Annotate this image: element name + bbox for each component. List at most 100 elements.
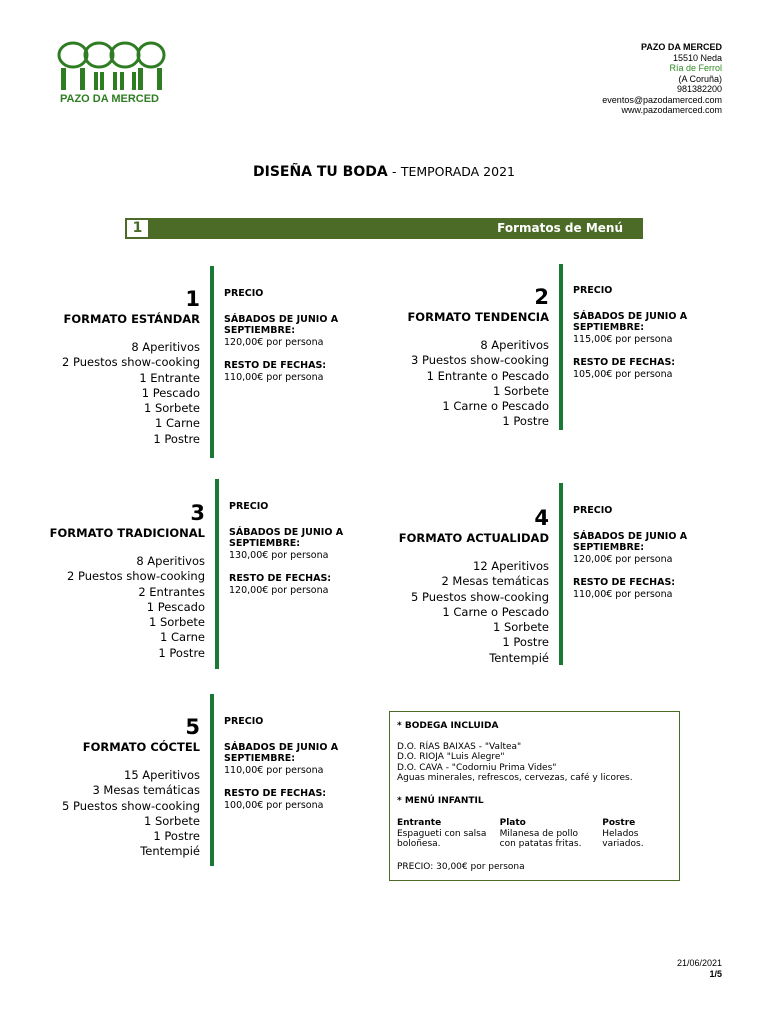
column-line: con patatas fritas. bbox=[499, 839, 582, 849]
price-label: PRECIO bbox=[224, 288, 264, 299]
format-name: FORMATO CÓCTEL bbox=[82, 740, 200, 754]
price-label: PRECIO bbox=[573, 505, 613, 516]
rest-price: 120,00€ por persona bbox=[229, 584, 329, 596]
format-divider bbox=[559, 483, 563, 665]
format-items: 8 Aperitivos 3 Puestos show-cooking 1 En… bbox=[407, 338, 549, 430]
list-item: 1 Pescado bbox=[141, 385, 200, 400]
rest-price: 100,00€ por persona bbox=[224, 799, 324, 811]
season-price: 110,00€ por persona bbox=[224, 764, 324, 776]
format-prices: PRECIO SÁBADOS DE JUNIO A SEPTIEMBRE: 12… bbox=[573, 505, 703, 600]
format-items: 15 Aperitivos 3 Mesas temáticas 5 Puesto… bbox=[62, 768, 200, 860]
logo-text: PAZO DA MERCED bbox=[60, 93, 159, 105]
region: Ría de Ferrol bbox=[669, 63, 722, 73]
bodega-list: D.O. RÍAS BAIXAS - "Valtea" D.O. RIOJA "… bbox=[397, 742, 672, 784]
list-item: 8 Aperitivos bbox=[480, 338, 549, 352]
address: 15510 Neda bbox=[672, 52, 722, 63]
season-label: SÁBADOS DE JUNIO A SEPTIEMBRE: bbox=[573, 310, 688, 334]
format-number: 3 bbox=[190, 501, 205, 525]
season-price: 120,00€ por persona bbox=[224, 336, 324, 348]
format-divider bbox=[210, 266, 214, 458]
phone: 981382200 bbox=[676, 84, 722, 94]
rest-price: 105,00€ por persona bbox=[573, 368, 673, 380]
season-price: 115,00€ por persona bbox=[573, 333, 673, 345]
format-number: 4 bbox=[534, 506, 549, 530]
page-title: DISEÑA TU BODA - TEMPORADA 2021 bbox=[0, 164, 768, 180]
format-items: 12 Aperitivos 2 Mesas temáticas 5 Puesto… bbox=[399, 559, 549, 666]
menu-column-entrante: Entrante Espagueti con salsa boloñesa. bbox=[397, 818, 500, 850]
format-prices: PRECIO SÁBADOS DE JUNIO A SEPTIEMBRE: 13… bbox=[229, 501, 359, 596]
menu-column-plato: Plato Milanesa de pollo con patatas frit… bbox=[500, 818, 603, 850]
list-item: 1 Postre bbox=[153, 431, 200, 446]
column-line: variados. bbox=[602, 839, 644, 849]
list-item: 1 Postre bbox=[153, 829, 200, 844]
list-item: 1 Postre bbox=[158, 645, 205, 660]
list-item: 12 Aperitivos bbox=[473, 559, 549, 573]
price-label: PRECIO bbox=[224, 716, 264, 727]
list-item: D.O. CAVA - "Codorniu Prima Vides" bbox=[397, 762, 557, 773]
footer-date: 21/06/2021 bbox=[676, 958, 722, 968]
format-divider bbox=[559, 264, 563, 430]
company-name: PAZO DA MERCED bbox=[641, 42, 722, 52]
infantil-title: * MENÚ INFANTIL bbox=[397, 795, 484, 806]
column-line: Espagueti con salsa bbox=[397, 828, 487, 839]
list-item: 1 Sorbete bbox=[493, 620, 549, 635]
list-item: 1 Entrante bbox=[139, 370, 200, 385]
list-item: 1 Postre bbox=[502, 635, 549, 650]
format-prices: PRECIO SÁBADOS DE JUNIO A SEPTIEMBRE: 11… bbox=[573, 285, 703, 380]
list-item: 3 Puestos show-cooking bbox=[411, 353, 549, 368]
format-name: FORMATO TRADICIONAL bbox=[49, 526, 205, 540]
list-item: 1 Sorbete bbox=[144, 401, 200, 416]
season-label: SÁBADOS DE JUNIO A SEPTIEMBRE: bbox=[224, 741, 339, 765]
rest-label: RESTO DE FECHAS: bbox=[229, 573, 332, 584]
list-item: 2 Puestos show-cooking bbox=[67, 569, 205, 584]
list-item: 1 Postre bbox=[502, 414, 549, 429]
season-label: SÁBADOS DE JUNIO A SEPTIEMBRE: bbox=[573, 530, 688, 554]
column-line: Helados bbox=[602, 828, 639, 839]
rest-label: RESTO DE FECHAS: bbox=[573, 577, 676, 588]
column-head: Postre bbox=[602, 818, 636, 828]
list-item: 1 Sorbete bbox=[149, 615, 205, 630]
price-label: PRECIO bbox=[229, 501, 269, 512]
email-link[interactable]: eventos@pazodamerced.com bbox=[602, 94, 722, 105]
list-item: Aguas minerales, refrescos, cervezas, ca… bbox=[397, 773, 633, 783]
title-separator: - bbox=[392, 164, 397, 179]
column-head: Entrante bbox=[397, 818, 442, 828]
list-item: 1 Pescado bbox=[146, 599, 205, 614]
list-item: Tentempié bbox=[140, 844, 200, 859]
list-item: 1 Carne o Pescado bbox=[442, 399, 549, 414]
list-item: 1 Sorbete bbox=[493, 383, 549, 398]
list-item: Tentempié bbox=[489, 650, 549, 665]
format-number: 5 bbox=[185, 715, 200, 739]
format-items: 8 Aperitivos 2 Puestos show-cooking 2 En… bbox=[50, 554, 205, 661]
list-item: 1 Carne bbox=[160, 630, 205, 645]
format-divider bbox=[210, 694, 214, 866]
list-item: 5 Puestos show-cooking bbox=[62, 798, 200, 813]
list-item: 1 Entrante o Pescado bbox=[426, 368, 549, 383]
rest-price: 110,00€ por persona bbox=[573, 588, 673, 600]
format-number: 2 bbox=[534, 285, 549, 309]
section-label: Formatos de Menú bbox=[497, 221, 623, 235]
contact-block: PAZO DA MERCED 15510 Neda Ría de Ferrol … bbox=[602, 42, 722, 116]
info-box: * BODEGA INCLUIDA D.O. RÍAS BAIXAS - "Va… bbox=[389, 711, 680, 881]
format-name: FORMATO TENDENCIA bbox=[407, 310, 549, 324]
list-item: 2 Mesas temáticas bbox=[441, 574, 549, 589]
list-item: 15 Aperitivos bbox=[124, 768, 200, 782]
list-item: 8 Aperitivos bbox=[131, 340, 200, 354]
rest-label: RESTO DE FECHAS: bbox=[224, 360, 327, 371]
format-divider bbox=[215, 479, 219, 669]
list-item: D.O. RÍAS BAIXAS - "Valtea" bbox=[397, 741, 522, 752]
web-link[interactable]: www.pazodamerced.com bbox=[621, 105, 722, 115]
page-number: 1/5 bbox=[709, 969, 722, 979]
list-item: 1 Carne o Pescado bbox=[442, 604, 549, 619]
footer: 21/06/2021 1/5 bbox=[677, 958, 722, 980]
season-price: 120,00€ por persona bbox=[573, 553, 673, 565]
format-number: 1 bbox=[185, 287, 200, 311]
column-line: Milanesa de pollo bbox=[499, 828, 579, 839]
format-items: 8 Aperitivos 2 Puestos show-cooking 1 En… bbox=[62, 340, 200, 447]
title-main: DISEÑA TU BODA bbox=[252, 164, 388, 180]
rest-price: 110,00€ por persona bbox=[224, 371, 324, 383]
season-price: 130,00€ por persona bbox=[229, 549, 329, 561]
list-item: 1 Sorbete bbox=[144, 813, 200, 828]
section-number: 1 bbox=[125, 218, 150, 239]
rest-label: RESTO DE FECHAS: bbox=[573, 357, 676, 368]
